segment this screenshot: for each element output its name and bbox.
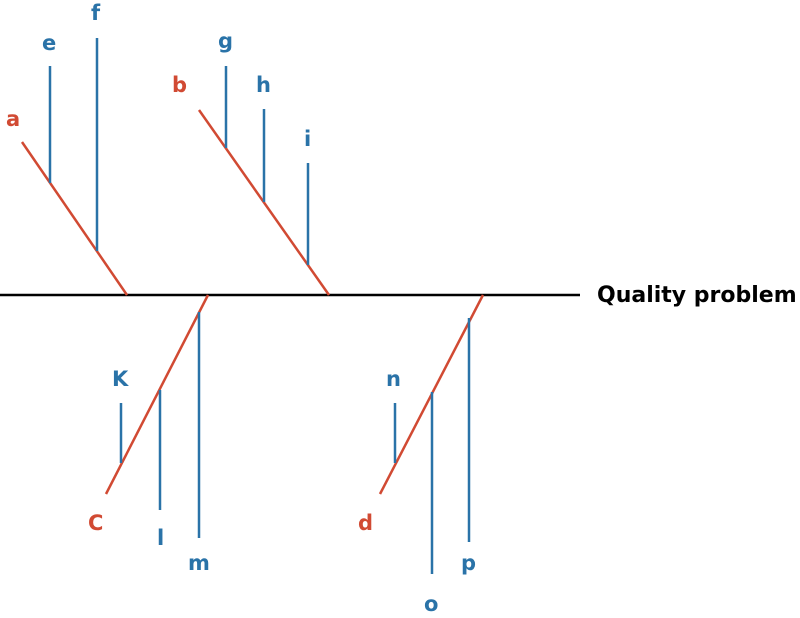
cause-b-label: b <box>172 73 187 97</box>
cause-a-bone <box>20 141 129 296</box>
subcause-p-label: p <box>461 551 476 575</box>
cause-b-group: b g h i <box>172 29 331 296</box>
cause-c-bone <box>104 294 210 495</box>
subcause-o-label: o <box>424 592 438 616</box>
subcause-h-label: h <box>256 73 271 97</box>
subcause-e-label: e <box>42 31 56 55</box>
subcause-l-label: l <box>157 526 164 550</box>
effect-label: Quality problem <box>597 283 797 308</box>
cause-d-group: d n o p <box>358 294 485 616</box>
cause-a-label: a <box>6 107 20 131</box>
subcause-k-label: K <box>112 367 129 391</box>
subcause-g-label: g <box>218 29 233 53</box>
subcause-i-label: i <box>304 127 311 151</box>
cause-c-label: C <box>88 511 103 535</box>
subcause-n-label: n <box>386 367 401 391</box>
cause-a-group: a e f <box>6 1 129 296</box>
subcause-f-label: f <box>91 1 101 25</box>
cause-c-group: C K l m <box>88 294 210 575</box>
subcause-m-label: m <box>188 551 210 575</box>
cause-d-label: d <box>358 511 373 535</box>
